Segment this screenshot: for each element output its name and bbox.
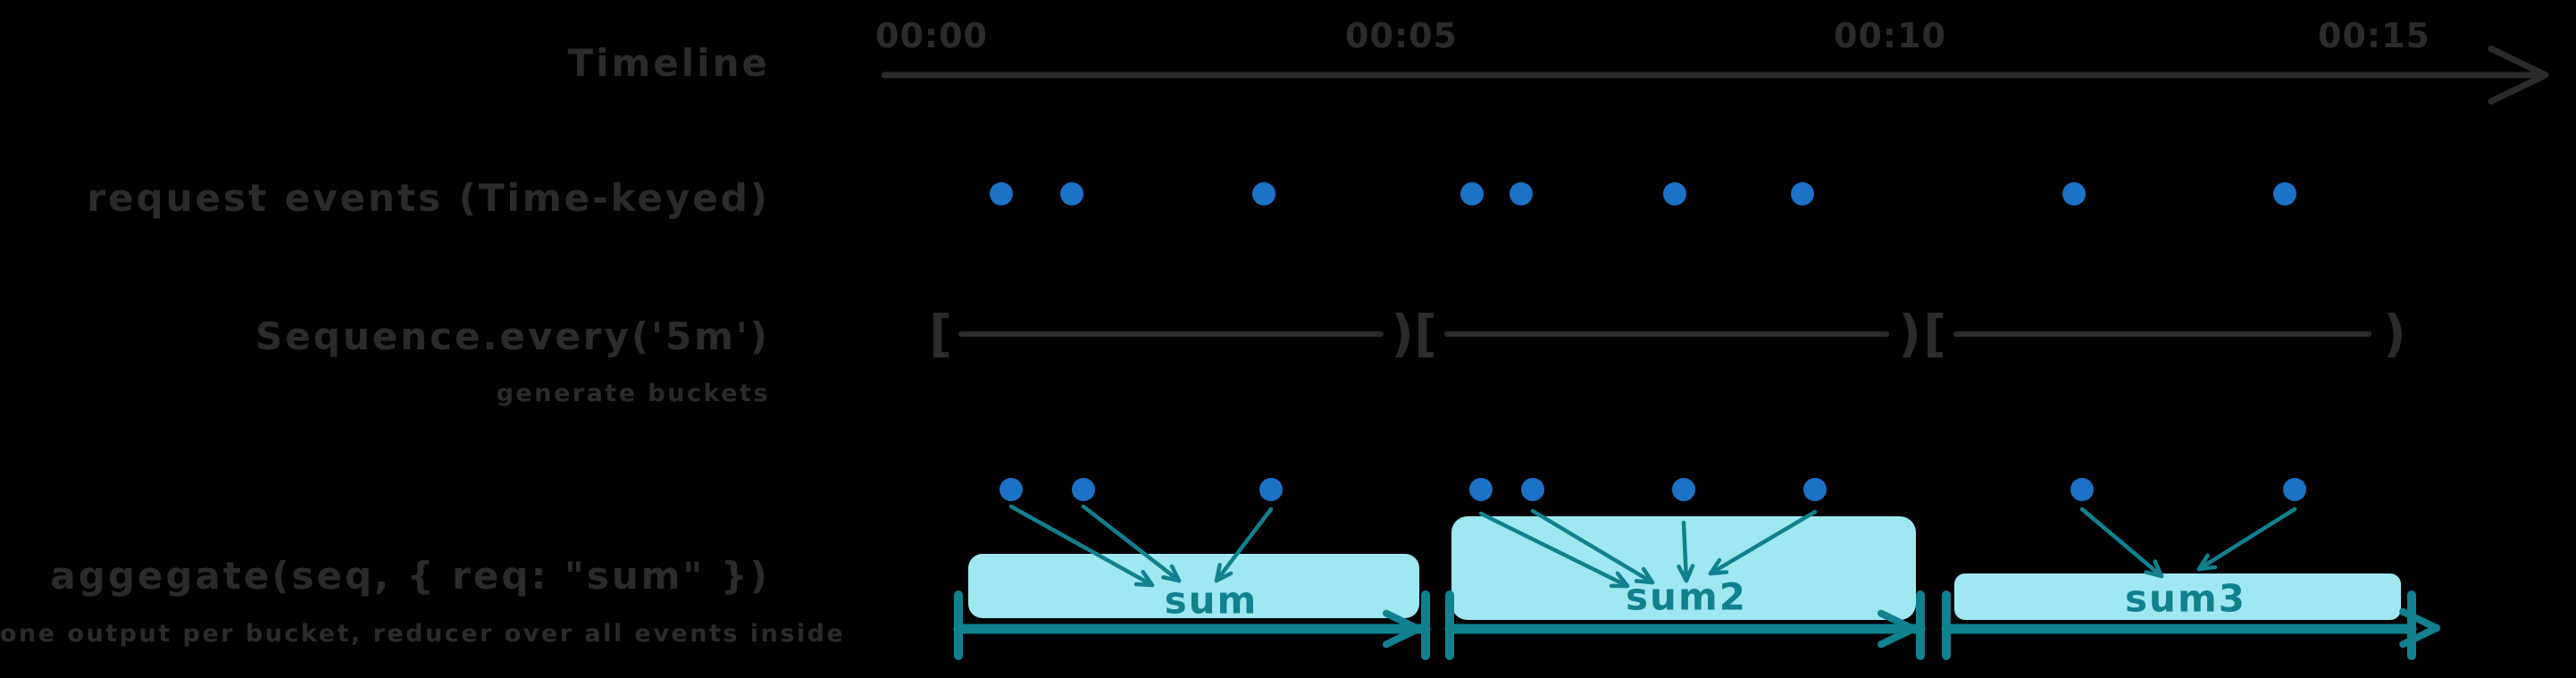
aggregate-bucket-box [968, 554, 1419, 618]
aggregate-output-label: sum3 [2125, 577, 2246, 621]
event-to-bucket-arrowhead-icon [2153, 559, 2164, 579]
sequence-every-row-label: Sequence.every('5m') [255, 314, 770, 358]
bucket-baseline-arrowhead-icon [1877, 609, 1917, 632]
event-to-bucket-arrowhead-icon [2196, 565, 2218, 572]
event-to-bucket-arrow [2196, 506, 2297, 572]
generate-buckets-sublabel: generate buckets [496, 380, 770, 407]
event-dot [1469, 478, 1493, 501]
aggregate-bucket-box [1954, 573, 2401, 620]
event-to-bucket-arrowhead-icon [1684, 564, 1695, 583]
bucket-open-bracket: [ [1414, 306, 1437, 364]
event-dot [1663, 182, 1686, 205]
event-to-bucket-arrow [1478, 511, 1630, 589]
event-dot [1072, 478, 1095, 501]
bucket-baseline-arrowhead-icon [2399, 624, 2440, 649]
bucket-open-bracket: [ [1923, 306, 1946, 364]
event-to-bucket-arrowhead-icon [1141, 570, 1155, 588]
event-dot [1672, 478, 1695, 501]
event-dot [1060, 182, 1083, 205]
event-to-bucket-arrowhead-icon [1641, 566, 1655, 585]
event-dot [2283, 478, 2306, 501]
event-to-bucket-arrow [1708, 509, 1818, 576]
event-to-bucket-arrowhead-icon [1214, 571, 1234, 583]
event-dot [1460, 182, 1484, 205]
event-to-bucket-arrowhead-icon [2144, 570, 2164, 579]
timeline-arrowhead-icon [2488, 45, 2549, 79]
event-dot [1803, 478, 1827, 501]
event-to-bucket-arrow [1008, 504, 1155, 588]
bucket-baseline-arrowhead-icon [1382, 609, 1422, 632]
event-to-bucket-arrowhead-icon [1161, 575, 1182, 583]
event-to-bucket-arrow [2079, 506, 2164, 579]
event-dot [2070, 478, 2094, 501]
bucket-close-paren: ) [1898, 306, 1921, 364]
bucket-open-bracket: [ [929, 306, 952, 364]
aggregate-bucket-box [1451, 516, 1916, 620]
timeline-row-label: Timeline [567, 41, 770, 85]
bucket-baseline-arrowhead-icon [1382, 625, 1422, 649]
timeline-tick-label: 00:10 [1834, 16, 1946, 55]
event-to-bucket-arrow [1530, 508, 1655, 585]
timeline-tick-label: 00:00 [875, 16, 988, 55]
event-dot [2273, 182, 2296, 205]
aggregate-sublabel: one output per bucket, reducer over all … [0, 620, 846, 648]
bucket-baseline-arrowhead-icon [1877, 625, 1917, 649]
event-dot [1521, 478, 1544, 501]
aggregate-row-label: aggegate(seq, { req: "sum" }) [50, 554, 770, 598]
event-to-bucket-arrowhead-icon [2196, 553, 2210, 572]
event-dot [2062, 182, 2086, 205]
aggregate-output-label: sum [1165, 579, 1259, 623]
event-to-bucket-arrowhead-icon [1169, 564, 1182, 583]
event-to-bucket-arrowhead-icon [1708, 557, 1722, 576]
bucket-baseline-arrowhead-icon [2399, 607, 2440, 632]
event-to-bucket-arrow [1681, 520, 1689, 583]
event-to-bucket-arrowhead-icon [1133, 582, 1155, 588]
event-dot [1510, 182, 1533, 205]
event-to-bucket-arrow [1214, 506, 1274, 583]
event-dot [1252, 182, 1275, 205]
timeline-tick-label: 00:15 [2318, 16, 2430, 55]
aggregate-output-label: sum2 [1626, 575, 1747, 619]
event-dot [1791, 182, 1814, 205]
event-to-bucket-arrow [1081, 504, 1182, 583]
event-dot [1259, 478, 1283, 501]
event-to-bucket-arrowhead-icon [1615, 571, 1630, 589]
event-to-bucket-arrowhead-icon [1634, 579, 1655, 585]
timeline-arrowhead-icon [2488, 71, 2549, 105]
event-to-bucket-arrowhead-icon [1214, 563, 1222, 583]
request-events-row-label: request events (Time-keyed) [87, 176, 770, 220]
timeline-tick-label: 00:05 [1345, 16, 1458, 55]
bucket-close-paren: ) [1391, 306, 1414, 364]
bucket-close-paren: ) [2383, 306, 2406, 364]
event-dot [999, 478, 1023, 501]
event-dot [990, 182, 1013, 205]
event-to-bucket-arrowhead-icon [1677, 564, 1689, 583]
